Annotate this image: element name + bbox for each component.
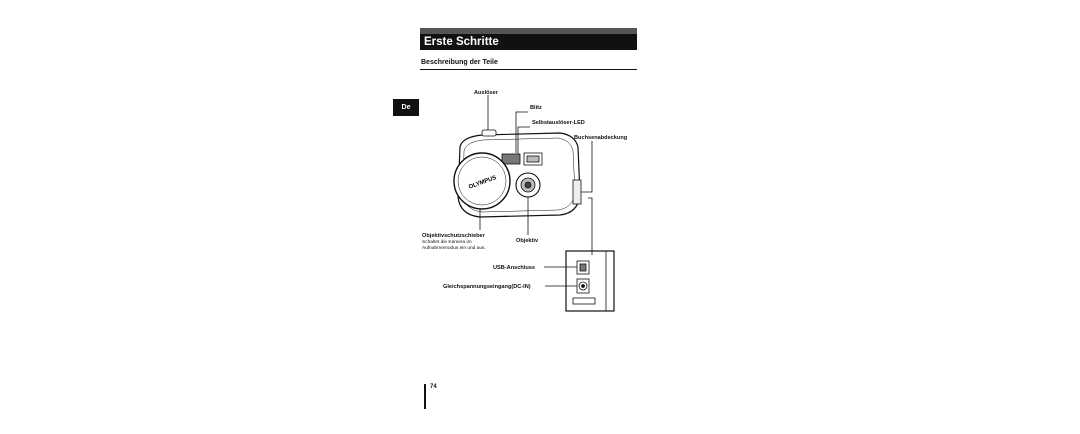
flash-window: [501, 153, 521, 165]
label-selftimer-led: Selbstauslöser-LED: [532, 120, 585, 126]
page-title: Erste Schritte: [420, 34, 637, 50]
leader-selftimer: [517, 126, 530, 157]
connector-cover: [572, 179, 582, 205]
connector-inset: [565, 250, 615, 312]
lens-cover-note-line1: Schaltet die Kamera im: [422, 240, 472, 245]
lens-cover-note-line2: Aufnahmemodus ein und aus.: [422, 246, 486, 251]
label-dc-in: Gleichspannungseingang(DC-IN): [443, 284, 531, 290]
camera-illustration: OLYMPUS: [453, 95, 615, 312]
page-number-rule: [424, 384, 426, 409]
leader-to-inset: [588, 197, 593, 255]
section-divider: [420, 69, 637, 70]
label-usb: USB-Anschluss: [493, 265, 535, 271]
section-subtitle: Beschreibung der Teile: [421, 59, 498, 66]
header-top-band: [420, 28, 637, 34]
page-number: 74: [430, 384, 437, 390]
label-lens: Objektiv: [516, 238, 539, 244]
shutter-button: [481, 129, 497, 137]
leader-connector-cover: [580, 141, 593, 193]
label-flash: Blitz: [530, 105, 542, 111]
label-connector-cover: Buchsenabdeckung: [574, 135, 628, 141]
lens-cover-disc: [453, 152, 511, 210]
label-lens-cover: Objektivschutzschieber: [422, 233, 485, 239]
label-shutter: Auslöser: [474, 90, 498, 96]
language-tab: De: [393, 99, 419, 116]
